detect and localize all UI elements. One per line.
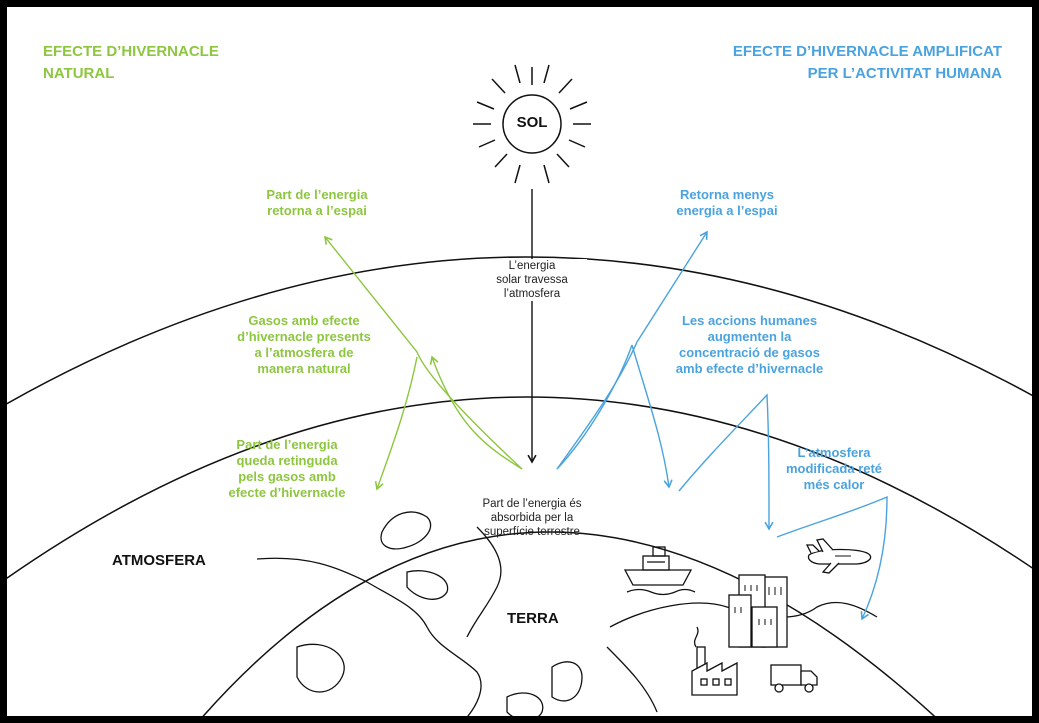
earth-surface: [202, 531, 936, 716]
less-energy-label: Retorna menys energia a l’espai: [647, 187, 807, 219]
solar-passes-line-3: l’atmosfera: [503, 288, 561, 300]
energy-retained-line-2: queda retinguda: [236, 453, 338, 468]
absorbed-line-3: superfície terrestre: [484, 526, 580, 538]
modified-atmosphere-line-1: L’atmosfera: [797, 445, 871, 460]
ship-icon: [623, 546, 696, 596]
solar-passes-line-2: solar travessa: [496, 274, 568, 286]
energy-retained-line-4: efecte d’hivernacle: [228, 485, 346, 500]
atmosphere-label: ATMOSFERA: [112, 552, 206, 569]
natural-gases-line-3: a l’atmosfera de: [254, 345, 354, 360]
energy-returns-line-2: retorna a l’espai: [267, 203, 367, 218]
energy-retained-line-3: pels gasos amb: [238, 469, 336, 484]
sun-label: SOL: [516, 114, 548, 131]
diagram-canvas: [7, 64, 1032, 716]
human-actions-line-3: concentració de gasos: [679, 345, 820, 360]
absorbed-line-1: Part de l’energia és: [482, 498, 582, 510]
human-actions-line-2: augmenten la: [707, 329, 792, 344]
energy-returns-label: Part de l’energia retorna a l’espai: [237, 187, 397, 219]
buildings-icon: [728, 574, 788, 648]
amplified-arrows: [556, 230, 888, 621]
less-energy-line-1: Retorna menys: [680, 187, 774, 202]
natural-gases-line-1: Gasos amb efecte: [248, 313, 360, 328]
human-actions-label: Les accions humanes augmenten la concent…: [657, 313, 842, 377]
modified-atmosphere-line-2: modificada reté: [785, 461, 883, 476]
natural-effect-title: EFECTE D’HIVERNACLE NATURAL: [43, 41, 219, 85]
truck-icon: [770, 664, 818, 693]
natural-title-line-1: EFECTE D’HIVERNACLE: [43, 43, 219, 60]
sun-icon: [473, 64, 591, 184]
energy-retained-line-1: Part de l’energia: [236, 437, 338, 452]
absorbed-label: Part de l’energia és absorbida per la su…: [462, 497, 602, 539]
solar-passes-line-1: L’energia: [508, 260, 556, 272]
energy-retained-label: Part de l’energia queda retinguda pels g…: [207, 437, 367, 501]
amplified-effect-title: EFECTE D’HIVERNACLE AMPLIFICAT PER L’ACT…: [733, 41, 1002, 85]
amplified-title-line-2: PER L’ACTIVITAT HUMANA: [807, 65, 1002, 82]
modified-atmosphere-label: L’atmosfera modificada reté més calor: [769, 445, 899, 493]
inner-atmosphere-arc: [7, 396, 1032, 580]
modified-atmosphere-line-3: més calor: [803, 477, 865, 492]
earth-label: TERRA: [507, 610, 559, 627]
amplified-title-line-1: EFECTE D’HIVERNACLE AMPLIFICAT: [732, 43, 1002, 60]
energy-returns-line-1: Part de l’energia: [266, 187, 368, 202]
natural-gases-label: Gasos amb efecte d’hivernacle presents a…: [219, 313, 389, 377]
human-actions-line-1: Les accions humanes: [681, 313, 818, 328]
outer-atmosphere-arc: [7, 256, 1032, 405]
less-energy-line-2: energia a l’espai: [676, 203, 778, 218]
natural-gases-line-2: d’hivernacle presents: [237, 329, 371, 344]
natural-arrows: [324, 235, 523, 491]
factory-icon: [691, 626, 738, 696]
natural-gases-line-4: manera natural: [257, 361, 351, 376]
human-actions-line-4: amb efecte d’hivernacle: [675, 361, 824, 376]
airplane-icon: [805, 538, 872, 574]
absorbed-line-2: absorbida per la: [490, 512, 574, 524]
natural-title-line-2: NATURAL: [43, 65, 115, 82]
solar-passes-label: L’energia solar travessa l’atmosfera: [477, 259, 587, 301]
